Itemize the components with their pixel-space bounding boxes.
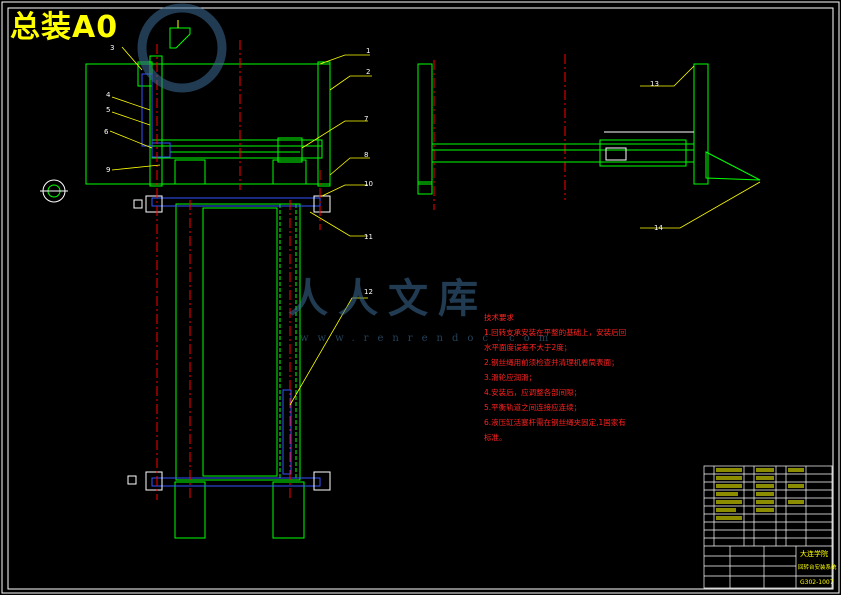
balloon-1: 1 [366,47,370,55]
balloon-labels: 1 2 3 4 5 6 7 8 9 10 11 12 13 14 [104,44,663,296]
balloon-11: 11 [364,233,373,241]
detail-circle [40,179,68,203]
watermark-url: www.renrendoc.com [300,333,558,344]
leader-lines [109,46,761,406]
title-block-company: 大连学院 [800,549,828,558]
title-block-fills [716,468,804,520]
tech-requirement-line: 6.液压缸活塞杆需在钢丝绳夹固定,1国家有 [484,418,626,427]
title-block-drawing-no: G302-1007 [800,579,834,586]
balloon-13: 13 [650,80,659,88]
inner-frame [7,7,834,590]
balloon-3: 3 [110,44,114,52]
watermark-logo-icon [137,3,227,93]
watermark-brand: 人人文库 [288,276,488,322]
tech-requirement-line: 1.回转支承安装在平整的基础上，安装后回 [484,328,627,337]
tech-requirement-line: 2.钢丝绳用前须检查并清理机卷筒表面； [484,358,619,367]
tech-requirement-line: 5.平衡轨道之间连接应连续； [484,403,582,412]
tech-requirements: 技术要求 1.回转支承安装在平整的基础上，安装后回 水平面度误差不大于2度； 2… [484,310,626,445]
balloon-6: 6 [104,128,109,136]
title-block-drawing-name: 回转台安装系统 [798,563,837,571]
balloon-12: 12 [364,288,373,296]
guide-rails [141,73,321,487]
tech-requirement-line: 4.安装后，应调整各部间隙； [484,388,582,397]
balloon-14: 14 [654,224,663,232]
side-view [417,63,761,195]
centerlines [156,40,566,500]
tech-requirement-line: 3.滑轮应润滑； [484,373,537,382]
front-view [85,20,331,539]
clamp-heads [127,195,331,491]
balloon-10: 10 [364,180,373,188]
title-block [703,465,833,589]
balloon-5: 5 [106,106,110,114]
balloon-4: 4 [106,91,111,99]
tech-requirement-line: 标准。 [484,433,507,442]
balloon-9: 9 [106,166,110,174]
balloon-8: 8 [364,151,368,159]
balloon-2: 2 [366,68,370,76]
sheet-title: 总装A0 [10,10,119,45]
tech-requirement-line: 水平面度误差不大于2度； [484,343,572,352]
balloon-7: 7 [364,115,368,123]
tech-requirements-heading: 技术要求 [484,313,514,322]
